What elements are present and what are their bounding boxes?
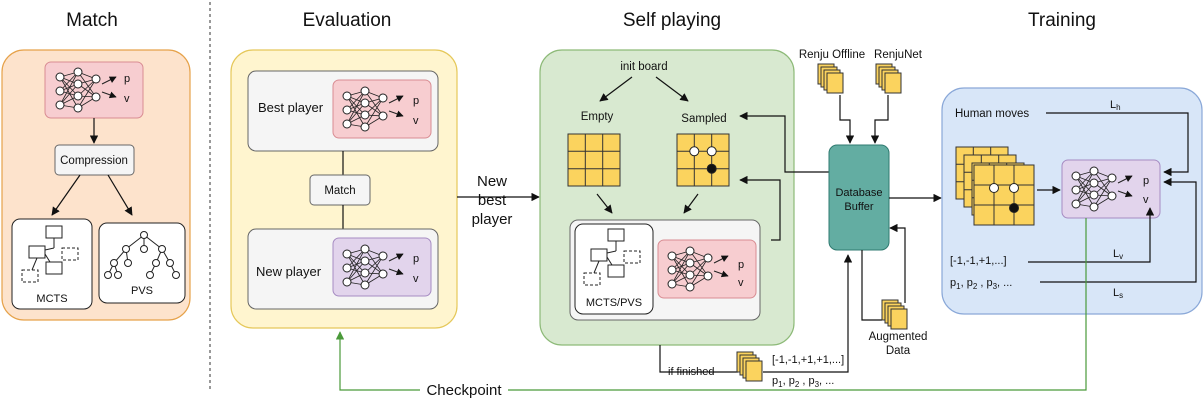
training-board: [973, 164, 1035, 226]
ls-label: Ls: [1113, 287, 1123, 300]
policy-label: p: [413, 253, 419, 265]
eval-match-box: [309, 174, 371, 206]
renju-offline-icon: [817, 63, 844, 94]
eval-match-label: Match: [324, 185, 355, 197]
sampled-board-icon: [676, 133, 730, 187]
value-label: v: [1143, 194, 1149, 206]
augmented-data-icon: [881, 299, 908, 330]
empty-label: Empty: [581, 111, 614, 123]
database-buffer-label: Buffer: [844, 201, 873, 213]
new-player-nn: [332, 237, 432, 297]
mcts-label: MCTS: [36, 293, 67, 305]
new-player-label: New player: [256, 264, 322, 279]
white-stone: [1009, 183, 1019, 193]
lv-label: Lv: [1113, 248, 1123, 261]
training-result-vector: [-1,-1,+1,...]: [950, 255, 1007, 267]
policy-label: p: [1143, 175, 1149, 187]
selfplay-policy-seq: p1, p2 , p3, ...: [772, 375, 834, 389]
checkpoint-line: [508, 218, 1087, 391]
pvs-box: [98, 222, 186, 304]
checkpoint-label: Checkpoint: [426, 382, 502, 399]
renjunet-label: RenjuNet: [874, 49, 923, 61]
white-stone: [706, 146, 717, 157]
checkpoint-line: [335, 331, 420, 391]
augmented-data-label: Data: [886, 345, 911, 357]
black-stone: [706, 163, 717, 174]
self-playing-title: Self playing: [623, 10, 721, 31]
if-finished-label: if finished: [668, 366, 714, 378]
policy-label: p: [413, 95, 419, 107]
value-label: v: [738, 277, 744, 289]
renju-offline-label: Renju Offline: [799, 49, 865, 61]
human-moves-label: Human moves: [955, 108, 1029, 120]
new-best-player-text: best: [478, 192, 507, 209]
database-buffer-label: Database: [835, 187, 882, 199]
augmented-data-label: Augmented: [869, 331, 928, 343]
policy-label: p: [124, 73, 130, 85]
new-best-player-text: New: [477, 173, 507, 190]
white-stone: [689, 146, 700, 157]
training-title: Training: [1028, 10, 1096, 31]
selfplay-nn: [657, 239, 757, 299]
init-board-label: init board: [620, 61, 667, 73]
pvs-label: PVS: [131, 285, 153, 297]
best-player-nn: [332, 79, 432, 139]
evaluation-title: Evaluation: [303, 10, 392, 31]
selfplay-result-vector: [-1,-1,+1,+1,...]: [772, 354, 844, 366]
game-record-stack-icon: [736, 351, 763, 382]
sampled-label: Sampled: [681, 113, 726, 125]
compression-box: [54, 144, 135, 176]
match-title: Match: [66, 10, 118, 31]
value-label: v: [413, 273, 419, 285]
best-player-label: Best player: [258, 100, 324, 115]
value-label: v: [413, 115, 419, 127]
renjunet-icon: [875, 63, 902, 94]
lh-label: Lh: [1110, 99, 1121, 112]
mcts-pvs-label: MCTS/PVS: [586, 297, 642, 309]
training-nn: [1061, 159, 1161, 219]
compression-label: Compression: [60, 155, 128, 167]
policy-label: p: [738, 259, 744, 271]
training-policy-seq: p1, p2 , p3, ...: [950, 277, 1012, 291]
new-best-player-text: player: [472, 211, 513, 228]
black-stone: [1009, 203, 1019, 213]
white-stone: [989, 183, 999, 193]
value-label: v: [124, 93, 130, 105]
empty-board-icon: [567, 133, 621, 187]
